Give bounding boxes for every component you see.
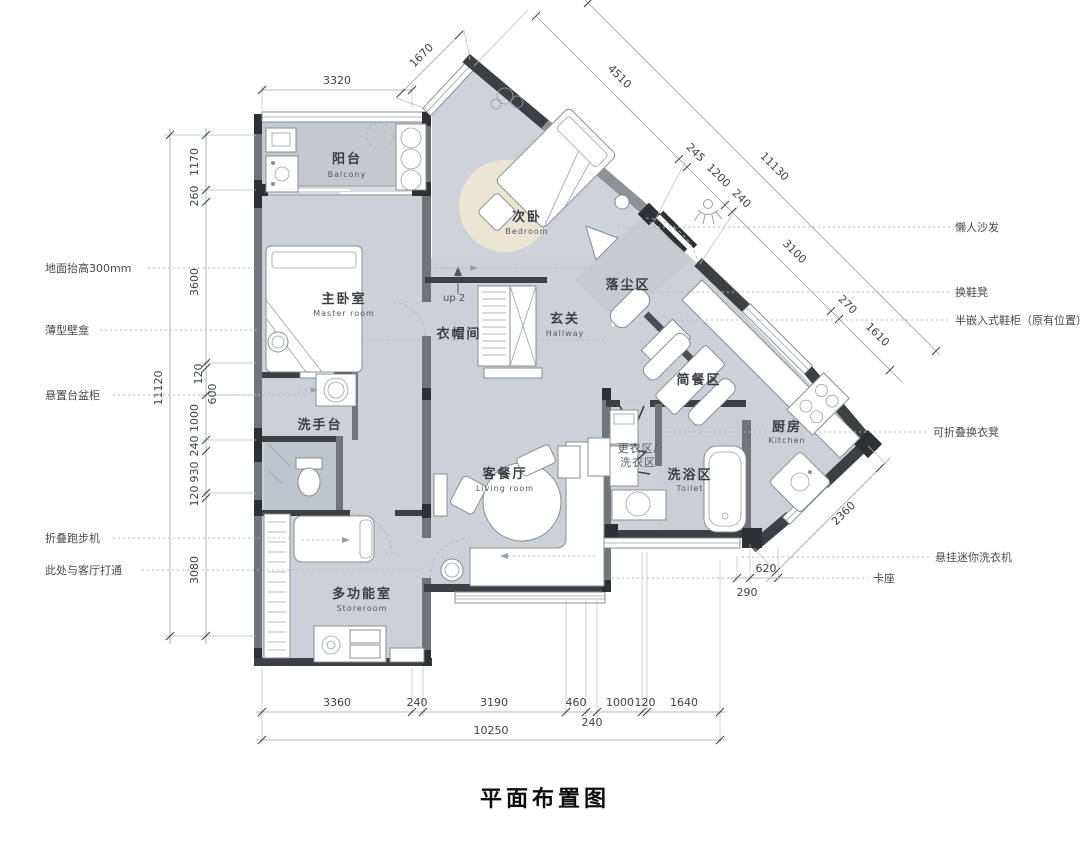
dim-240l: 240 — [188, 436, 201, 457]
dim-4510: 4510 — [605, 62, 634, 91]
dim-left: 1170 260 3600 120 600 1000 240 930 120 3… — [152, 128, 256, 644]
annotation-shoe-cabinet: 半嵌入式鞋柜（原有位置） — [955, 313, 1080, 327]
daybed — [293, 515, 375, 563]
dim-11130: 11130 — [758, 150, 792, 184]
label-storeroom-en: Storeroom — [337, 604, 388, 613]
dim-600: 600 — [206, 384, 219, 405]
dim-930: 930 — [188, 462, 201, 483]
label-living-en: Living room — [476, 484, 534, 493]
person-icon — [693, 199, 723, 225]
label-bedroom2-en: Bedroom — [505, 227, 548, 236]
dim-120b: 120 — [188, 486, 201, 507]
dim-260: 260 — [188, 186, 201, 207]
dim-460: 460 — [566, 696, 587, 709]
label-living-zh: 客餐厅 — [482, 466, 527, 482]
dim-3320: 3320 — [323, 74, 351, 87]
label-kitchen-en: Kitchen — [768, 436, 805, 445]
master-bed — [265, 245, 363, 373]
furniture — [263, 87, 861, 663]
toilet-fixture — [267, 443, 323, 497]
label-storeroom-zh: 多功能室 — [332, 586, 392, 602]
annotation-folding-bench: 可折叠换衣凳 — [933, 425, 999, 439]
label-up2: up 2 — [443, 293, 465, 304]
annotations-left: 地面抬高300mm 薄型壁龛 悬置台盆柜 折叠跑步机 此处与客厅打通 — [45, 261, 422, 577]
lounge-chair — [585, 225, 619, 261]
label-master-zh: 主卧室 — [321, 291, 366, 307]
annotation-lazy-sofa: 懒人沙发 — [955, 220, 999, 234]
annotation-suspended-basin: 悬置台盆柜 — [45, 388, 100, 402]
annotation-folding-treadmill: 折叠跑步机 — [45, 531, 100, 545]
dim-1170: 1170 — [188, 148, 201, 176]
label-balcony-zh: 阳台 — [332, 151, 362, 167]
dim-1200: 1200 — [704, 161, 733, 190]
label-changing-1: 更衣区/ — [618, 441, 659, 455]
dim-3360: 3360 — [323, 696, 351, 709]
dim-1000b: 1000 — [606, 696, 634, 709]
label-hallway-en: Hallway — [546, 329, 585, 338]
dim-3080: 3080 — [188, 556, 201, 584]
label-hallway-zh: 玄关 — [550, 311, 580, 327]
annotation-booth-seat: 卡座 — [873, 571, 895, 585]
dim-3190: 3190 — [480, 696, 508, 709]
dim-620: 620 — [756, 562, 777, 575]
stove — [786, 372, 850, 436]
page-title: 平面布置图 — [480, 786, 610, 812]
entry-door — [645, 210, 701, 267]
guide-lines — [262, 267, 606, 341]
bathtub — [703, 445, 747, 533]
dim-1670: 1670 — [407, 41, 436, 70]
dim-270: 270 — [835, 293, 859, 317]
label-master-en: Master room — [313, 309, 375, 318]
label-bedroom2-zh: 次卧 — [512, 209, 542, 225]
label-dust-zone: 落尘区 — [605, 277, 650, 293]
dim-240b1: 240 — [407, 696, 428, 709]
annotation-thin-niche: 薄型壁龛 — [45, 323, 89, 337]
bedroom2-furniture — [459, 87, 630, 261]
dim-1000l: 1000 — [188, 404, 201, 432]
label-cloakroom: 衣帽间 — [436, 326, 481, 342]
label-dining: 简餐区 — [676, 372, 721, 388]
dim-1610: 1610 — [863, 320, 892, 349]
dim-1640: 1640 — [670, 696, 698, 709]
room-labels: 阳台 Balcony 次卧 Bedroom 主卧室 Master room 衣帽… — [297, 151, 805, 613]
kitchen-counters — [681, 279, 861, 512]
dim-240b2: 240 — [582, 716, 603, 729]
dim-120c: 120 — [635, 696, 656, 709]
dim-120a: 120 — [192, 364, 205, 385]
dust-zone-floor — [575, 215, 705, 340]
kitchen-sink — [770, 452, 830, 512]
label-balcony-en: Balcony — [328, 170, 367, 179]
annotation-shoe-stool: 换鞋凳 — [955, 285, 988, 299]
dim-3100: 3100 — [780, 237, 809, 266]
annotations-right: 懒人沙发 换鞋凳 半嵌入式鞋柜（原有位置） 可折叠换衣凳 悬挂迷你洗衣机 卡座 — [612, 220, 1080, 585]
dim-3600: 3600 — [188, 268, 201, 296]
cloakroom-wardrobe — [477, 285, 543, 379]
label-kitchen-zh: 厨房 — [772, 419, 802, 435]
label-basin: 洗手台 — [297, 417, 342, 433]
dim-240: 240 — [729, 187, 753, 211]
stairs-up-arrow — [442, 265, 478, 294]
label-bath-en: Toilet — [676, 484, 704, 493]
annotation-open-to-living: 此处与客厅打通 — [45, 563, 122, 577]
dim-bottom: 3360 240 3190 460 240 1000 120 1640 1025… — [256, 544, 792, 745]
dim-290: 290 — [737, 586, 758, 599]
label-bath-zh: 洗浴区 — [667, 467, 712, 483]
annotation-floor-raised: 地面抬高300mm — [45, 261, 131, 275]
dining-set — [642, 332, 736, 426]
dim-10250: 10250 — [474, 724, 509, 737]
dim-11120: 11120 — [152, 371, 165, 406]
dim-2360: 2360 — [829, 499, 858, 528]
storeroom-furniture — [263, 513, 425, 663]
wash-basin — [300, 373, 357, 407]
living-furniture — [433, 437, 611, 587]
annotation-mini-washer: 悬挂迷你洗衣机 — [935, 550, 1012, 564]
label-changing-2: 洗衣区 — [620, 455, 656, 469]
dim-245: 245 — [683, 141, 707, 165]
balcony-fixtures — [265, 122, 427, 193]
changing-cabinets — [609, 409, 667, 521]
